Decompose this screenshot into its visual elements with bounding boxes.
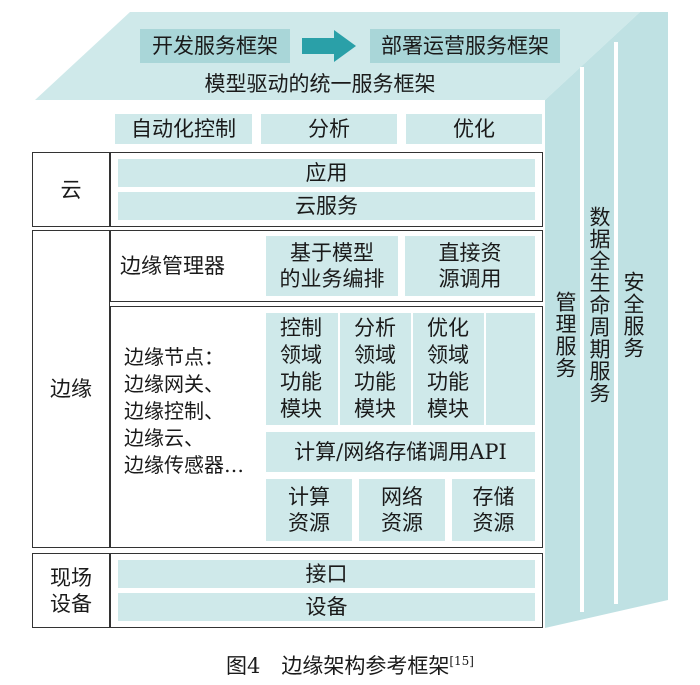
- unified-framework-title: 模型驱动的统一服务框架: [204, 72, 436, 96]
- management-service: 管理服务: [553, 291, 577, 379]
- direct-resource-call: 直接资 源调用: [405, 236, 535, 296]
- module-divider-2: [411, 313, 413, 425]
- storage-resource: 存储 资源: [452, 479, 535, 541]
- edge-label: 边缘: [50, 377, 92, 401]
- cloud-app: 应用: [118, 159, 535, 187]
- arrow-right-icon: [302, 30, 356, 62]
- field-interface: 接口: [118, 560, 535, 588]
- deploy-box: [370, 29, 560, 63]
- edge-node-description: 边缘节点： 边缘网关、 边缘控制、 边缘云、 边缘传感器…: [124, 345, 244, 477]
- module-divider-3: [484, 313, 486, 425]
- network-resource: 网络 资源: [359, 479, 445, 541]
- cloud-service: 云服务: [118, 192, 535, 220]
- dev-box: [140, 29, 290, 63]
- field-label: 现场 设备: [50, 565, 92, 616]
- module-divider-1: [338, 313, 340, 425]
- field-label-box: [32, 553, 110, 628]
- tab-optimization: 优化: [406, 114, 542, 144]
- data-lifecycle-service: 数据全生命周期服务: [587, 206, 611, 404]
- control-module: 控制 领域 功能 模块: [266, 313, 336, 425]
- edge-manager-label: 边缘管理器: [120, 254, 225, 278]
- optimization-module: 优化 领域 功能 模块: [413, 313, 483, 425]
- caption-ref: [15]: [449, 654, 474, 668]
- compute-network-storage-api: 计算/网络存储调用API: [266, 432, 535, 472]
- caption-text: 图4 边缘架构参考框架: [225, 654, 450, 678]
- cloud-label-box: [32, 152, 110, 227]
- edge-label-box: [32, 230, 110, 548]
- tab-analysis: 分析: [261, 114, 397, 144]
- dev-framework: 开发服务框架: [152, 34, 278, 58]
- field-device: 设备: [118, 593, 535, 621]
- figure-caption: 图4 边缘架构参考框架[15]: [0, 650, 700, 682]
- model-based-orchestration: 基于模型 的业务编排: [266, 236, 398, 296]
- cloud-label: 云: [60, 177, 82, 202]
- compute-resource: 计算 资源: [266, 479, 352, 541]
- security-service: 安全服务: [621, 271, 645, 359]
- deploy-framework: 部署运营服务框架: [381, 34, 549, 58]
- tab-automation-control: 自动化控制: [115, 114, 252, 144]
- analysis-module: 分析 领域 功能 模块: [340, 313, 410, 425]
- right-face: [545, 12, 668, 628]
